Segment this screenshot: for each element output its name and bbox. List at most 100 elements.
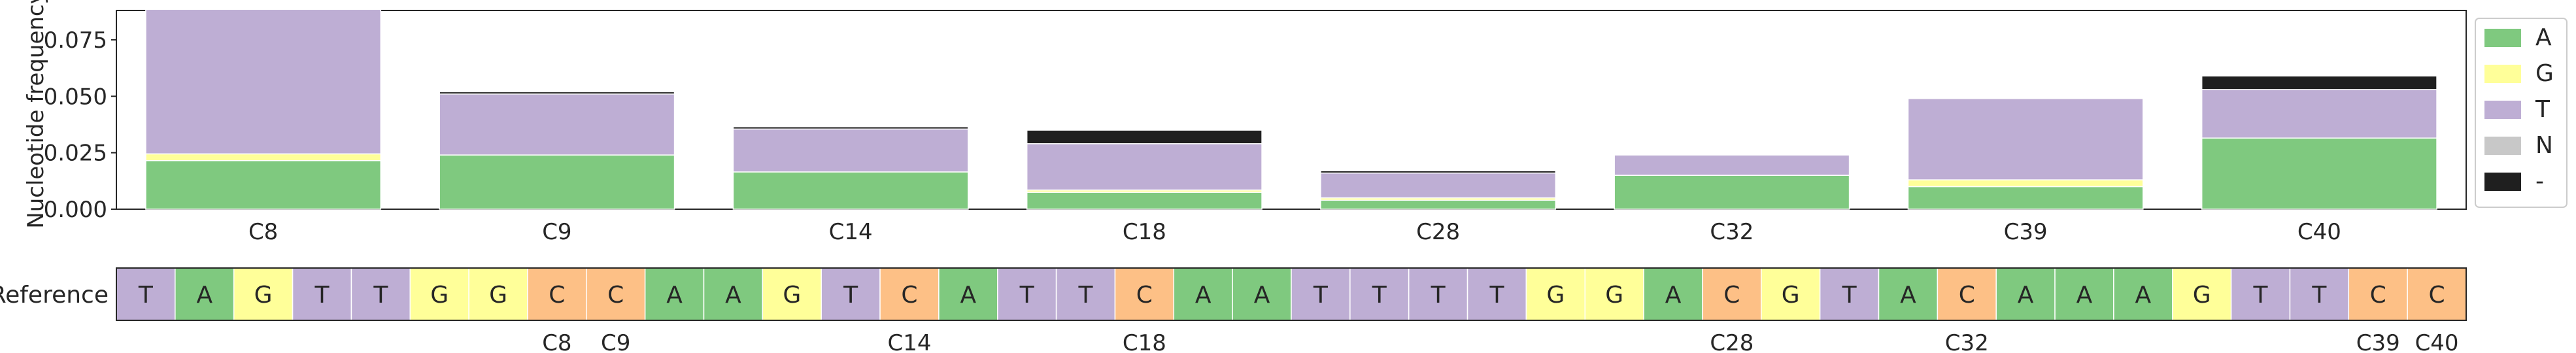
ref-base-label: G: [1782, 282, 1800, 309]
ref-base-label: A: [666, 282, 683, 309]
ref-base-label: T: [843, 282, 858, 309]
y-axis-label: Nucleotide frequency: [23, 0, 49, 229]
ref-base-label: G: [254, 282, 273, 309]
x-tick-label: C9: [542, 219, 571, 245]
x-tick-label: C28: [1416, 219, 1460, 245]
ref-base-label: T: [1372, 282, 1387, 309]
bar---C40: [2201, 75, 2437, 90]
ref-cell: [1232, 267, 1292, 321]
ref-base-label: A: [2018, 282, 2034, 309]
bar-G-C39: [1907, 179, 2144, 188]
ref-frame: [116, 267, 2467, 321]
bar---C14: [732, 126, 969, 130]
ref-base-label: C: [1959, 282, 1975, 309]
ref-base-label: T: [314, 282, 330, 309]
bar-T-C8: [145, 8, 382, 155]
legend-label: G: [2535, 60, 2554, 87]
ref-base-label: G: [1546, 282, 1565, 309]
x-tick-label: C32: [1710, 219, 1754, 245]
y-tick-label: 0.050: [44, 84, 107, 110]
ref-position-label: C18: [1123, 330, 1166, 353]
bar-A-C28: [1320, 199, 1557, 210]
ref-cell: [879, 267, 940, 321]
ref-base-label: G: [2193, 282, 2211, 309]
ref-base-label: G: [783, 282, 801, 309]
legend-label: T: [2535, 96, 2551, 123]
y-tick-label: 0.000: [44, 197, 107, 223]
bar-T-C9: [439, 93, 675, 156]
legend-swatch--: [2484, 173, 2521, 191]
ref-cell: [762, 267, 822, 321]
bar---C9: [439, 91, 675, 95]
ref-base-label: C: [1723, 282, 1740, 309]
bar-G-C8: [145, 153, 382, 161]
ref-cell: [1995, 267, 2056, 321]
ref-base-label: G: [1605, 282, 1623, 309]
ref-base-label: A: [1665, 282, 1682, 309]
ref-base-label: A: [1900, 282, 1916, 309]
legend-swatch-T: [2484, 101, 2521, 119]
ref-base-label: C: [607, 282, 624, 309]
ref-cell: [2230, 267, 2291, 321]
ref-cell: [1761, 267, 1821, 321]
x-tick-label: C18: [1123, 219, 1166, 245]
ref-base-label: T: [2311, 282, 2327, 309]
bar-T-C18: [1026, 143, 1263, 191]
ref-base-label: T: [1078, 282, 1094, 309]
ref-base-label: T: [1313, 282, 1329, 309]
ref-base-label: C: [901, 282, 917, 309]
ref-base-label: C: [2429, 282, 2445, 309]
bar-T-C40: [2201, 89, 2437, 139]
ref-position-label: C14: [887, 330, 931, 353]
ref-base-label: T: [1431, 282, 1446, 309]
ref-base-label: A: [2135, 282, 2152, 309]
bar-A-C40: [2201, 137, 2437, 210]
y-tick-label: 0.075: [44, 27, 107, 54]
ref-base-label: C: [2370, 282, 2386, 309]
ref-base-label: A: [1195, 282, 1212, 309]
ref-cell: [644, 267, 705, 321]
ref-cell: [997, 267, 1057, 321]
bar-A-C8: [145, 160, 382, 210]
legend-swatch-N: [2484, 137, 2521, 155]
ref-base-label: C: [549, 282, 565, 309]
ref-cell: [938, 267, 998, 321]
ref-cell: [1643, 267, 1703, 321]
ref-base-label: T: [1489, 282, 1504, 309]
ref-cell: [1055, 267, 1116, 321]
ref-base-label: A: [2076, 282, 2093, 309]
bar---C18: [1026, 129, 1263, 144]
ref-base-label: G: [430, 282, 449, 309]
ref-cell: [1349, 267, 1410, 321]
legend-swatch-G: [2484, 65, 2521, 83]
ref-position-label: C40: [2415, 330, 2459, 353]
ref-base-label: A: [1254, 282, 1270, 309]
bar-A-C32: [1614, 175, 1850, 210]
x-tick-label: C40: [2297, 219, 2341, 245]
bar-T-C39: [1907, 97, 2144, 180]
ref-base-label: T: [373, 282, 388, 309]
ref-base-label: A: [960, 282, 977, 309]
ref-cell: [1466, 267, 1527, 321]
ref-position-label: C8: [542, 330, 571, 353]
x-tick-label: C39: [2004, 219, 2048, 245]
ref-base-label: C: [1136, 282, 1153, 309]
ref-position-label: C32: [1945, 330, 1989, 353]
ref-position-label: C9: [601, 330, 630, 353]
bar-A-C39: [1907, 186, 2144, 210]
x-tick-label: C8: [248, 219, 278, 245]
legend-swatch-A: [2484, 29, 2521, 47]
ref-base-label: T: [1019, 282, 1035, 309]
bar-T-C32: [1614, 154, 1850, 176]
ref-cell: [703, 267, 764, 321]
ref-cell: [409, 267, 469, 321]
ref-base-label: G: [489, 282, 507, 309]
ref-position-label: C39: [2356, 330, 2400, 353]
bar-A-C14: [732, 171, 969, 210]
y-tick-label: 0.025: [44, 141, 107, 167]
legend-label: N: [2535, 132, 2553, 159]
